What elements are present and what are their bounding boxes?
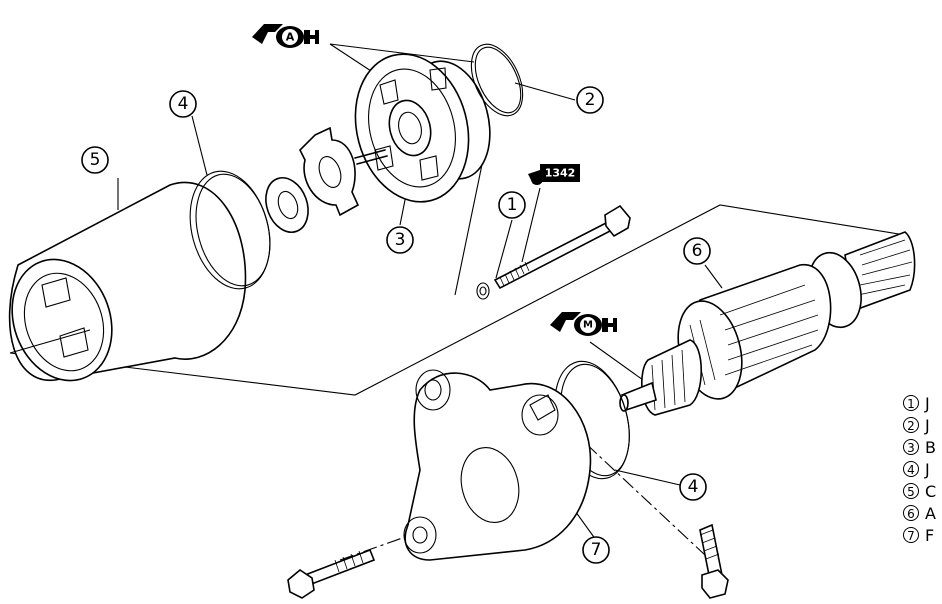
thread-lock-code: 1342 — [545, 167, 576, 180]
part-washer — [265, 177, 309, 233]
legend-text: C — [925, 481, 937, 501]
legend-item-6: 6 A — [903, 502, 942, 524]
part-oring-upper — [189, 170, 271, 290]
legend-num: 5 — [903, 483, 919, 499]
callout-2-label: 2 — [585, 90, 596, 110]
thread-lock-badge: 1342 — [528, 164, 580, 185]
legend-num: 1 — [903, 395, 919, 411]
legend-item-3: 3 B — [903, 436, 942, 458]
legend-text: B — [925, 437, 936, 457]
part-lock-plate — [299, 126, 360, 217]
grease-m-letter: M — [583, 320, 593, 331]
callout-5: 5 — [81, 146, 109, 174]
callout-7-label: 7 — [591, 540, 602, 560]
part-long-bolt — [493, 204, 631, 290]
legend-text: J — [925, 415, 930, 435]
part-armature — [619, 231, 916, 416]
part-bolt-left — [287, 548, 376, 599]
legend-text: F — [925, 525, 935, 545]
legend-num: 3 — [903, 439, 919, 455]
legend-item-4: 4 J — [903, 458, 942, 480]
legend-item-1: 1 J — [903, 392, 942, 414]
part-rear-cover — [403, 369, 592, 561]
leader-lines — [9, 43, 906, 561]
callout-4-lower-label: 4 — [688, 477, 699, 497]
legend-item-5: 5 C — [903, 480, 942, 502]
grease-m-badge: M — [550, 312, 617, 336]
callout-4-upper: 4 — [169, 90, 197, 118]
legend-num: 4 — [903, 461, 919, 477]
callout-1-label: 1 — [507, 195, 518, 215]
grease-a-letter: A — [286, 31, 295, 44]
callout-6: 6 — [683, 237, 711, 265]
legend-num: 6 — [903, 505, 919, 521]
callout-4-upper-label: 4 — [178, 94, 189, 114]
callout-5-label: 5 — [90, 150, 101, 170]
part-oring-2 — [470, 43, 524, 117]
legend-num: 7 — [903, 527, 919, 543]
callout-3-label: 3 — [395, 230, 406, 250]
parts-legend: 1 J 2 J 3 B 4 J 5 C 6 A 7 F — [903, 392, 942, 546]
callout-1: 1 — [498, 191, 526, 219]
legend-text: J — [925, 459, 930, 479]
legend-text: J — [925, 393, 930, 413]
legend-item-7: 7 F — [903, 524, 942, 546]
part-washer-1 — [476, 282, 490, 300]
callout-7: 7 — [582, 536, 610, 564]
part-bolt-right — [699, 523, 729, 599]
callout-3: 3 — [386, 226, 414, 254]
part-brush-holder — [354, 53, 491, 203]
grease-a-badge: A — [252, 24, 319, 48]
legend-text: A — [925, 503, 936, 523]
legend-item-2: 2 J — [903, 414, 942, 436]
callout-6-label: 6 — [692, 241, 703, 261]
legend-num: 2 — [903, 417, 919, 433]
callout-2: 2 — [576, 86, 604, 114]
callout-4-lower: 4 — [679, 473, 707, 501]
part-yoke — [8, 181, 247, 382]
